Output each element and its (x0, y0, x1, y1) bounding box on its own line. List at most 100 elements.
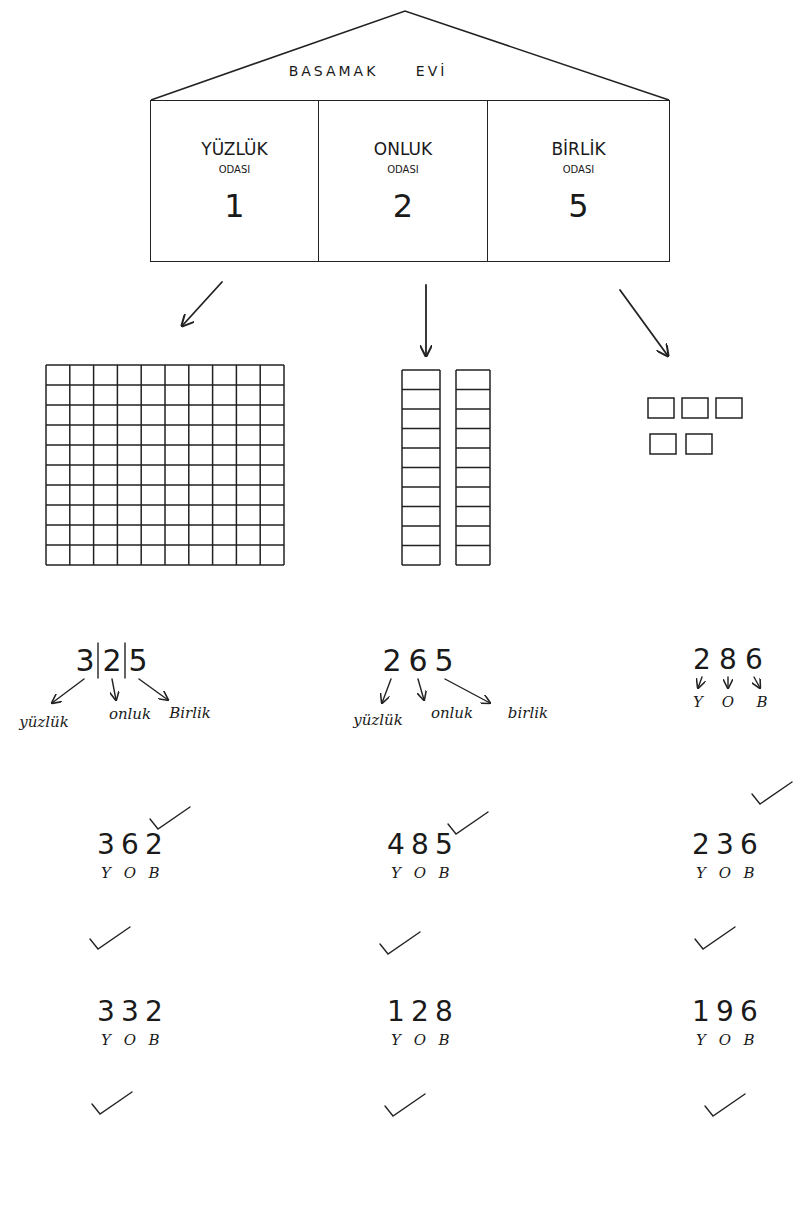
unit-cubes (648, 398, 742, 454)
number-digit: 4 (387, 830, 405, 861)
hundred-block (46, 365, 284, 565)
place-label: O (722, 694, 734, 711)
leader-arrow (112, 679, 116, 700)
number-digit: 2 (693, 645, 711, 676)
number-digit: 6 (740, 997, 758, 1028)
room-name: ONLUK (374, 140, 432, 159)
number-digit: 1 (387, 997, 405, 1028)
check-marks (90, 782, 792, 1116)
number-digit: 3 (75, 644, 94, 677)
number-digit: 5 (435, 830, 453, 861)
sketch-line (402, 525, 440, 527)
sketch-line (456, 564, 490, 566)
place-label: yüzlük (353, 712, 403, 729)
leader-arrow (698, 677, 702, 688)
sketch-line (188, 365, 190, 565)
room-digit: 2 (393, 189, 413, 224)
sketch-line (46, 484, 284, 486)
sketch-line (456, 389, 490, 391)
digit-separator (124, 643, 125, 678)
check-mark (448, 812, 488, 834)
sketch-line (402, 428, 440, 430)
sketch-line (46, 564, 284, 566)
leader-arrow (727, 677, 728, 688)
place-value-house: BASAMAK EVİYÜZLÜKODASI1ONLUKODASI2BİRLİK… (150, 10, 670, 262)
place-label: onluk (109, 706, 151, 723)
number-digit: 8 (435, 997, 453, 1028)
place-label: B (743, 865, 754, 882)
place-room: YÜZLÜKODASI1 (150, 100, 319, 262)
place-label: B (148, 865, 159, 882)
room-subtitle: ODASI (219, 164, 251, 175)
leader-arrow (418, 679, 424, 700)
sketch-line (456, 369, 490, 371)
sketch-line (456, 428, 490, 430)
sketch-line (402, 408, 440, 410)
number-digit: 6 (408, 644, 427, 677)
room-subtitle: ODASI (563, 164, 595, 175)
number-digit: 3 (121, 997, 139, 1028)
sketch-line (46, 504, 284, 506)
number-digit: 6 (745, 645, 763, 676)
sketch-line (402, 467, 440, 469)
sketch-line (212, 365, 214, 565)
digit-separator (97, 643, 98, 678)
place-label: Y (696, 865, 706, 882)
check-mark (695, 927, 735, 949)
number-digit: 8 (411, 830, 429, 861)
number-digit: 5 (434, 644, 453, 677)
place-room: BİRLİKODASI5 (487, 100, 670, 262)
check-mark (705, 1094, 745, 1116)
place-label: Y (391, 865, 401, 882)
number-digit: 1 (692, 997, 710, 1028)
sketch-line (456, 545, 490, 547)
sketch-line (236, 365, 238, 565)
down-arrow (182, 282, 222, 326)
place-label: B (148, 1032, 159, 1049)
sketch-line (456, 408, 490, 410)
check-mark (385, 1094, 425, 1116)
number-digit: 2 (145, 997, 163, 1028)
leader-arrow (52, 679, 84, 703)
place-label: yüzlük (19, 714, 69, 731)
place-label: Y (693, 694, 703, 711)
place-label: birlik (508, 705, 548, 722)
sketch-line (456, 525, 490, 527)
room-subtitle: ODASI (387, 164, 419, 175)
sketch-line (456, 506, 490, 508)
down-arrow (620, 290, 668, 356)
number-digit: 3 (716, 830, 734, 861)
sketch-line (402, 447, 440, 449)
number-digit: 2 (382, 644, 401, 677)
number-digit: 6 (121, 830, 139, 861)
sketch-line (456, 447, 490, 449)
place-label: onluk (431, 705, 473, 722)
ten-rods (402, 370, 490, 565)
room-digit: 1 (224, 189, 244, 224)
sketch-line (259, 365, 261, 565)
place-label: B (743, 1032, 754, 1049)
place-label: B (438, 865, 449, 882)
place-room: ONLUK ODASI 2 (318, 100, 488, 262)
house-roof (150, 10, 670, 102)
check-mark (752, 782, 792, 804)
sketch-line (46, 524, 284, 526)
number-digit: 9 (716, 997, 734, 1028)
number-digit: 2 (411, 997, 429, 1028)
place-label: Y (101, 1032, 111, 1049)
sketch-line (402, 506, 440, 508)
sketch-line (402, 369, 440, 371)
leader-arrow (445, 679, 490, 703)
sketch-line (402, 389, 440, 391)
sketch-line (46, 544, 284, 546)
place-label: B (438, 1032, 449, 1049)
place-label: Y (696, 1032, 706, 1049)
place-label: O (719, 865, 731, 882)
roof-outline (151, 11, 669, 100)
leader-arrow (139, 679, 168, 700)
number-digit: 2 (692, 830, 710, 861)
number-digit: 2 (102, 644, 121, 677)
place-label: O (124, 1032, 136, 1049)
place-label: B (756, 694, 767, 711)
